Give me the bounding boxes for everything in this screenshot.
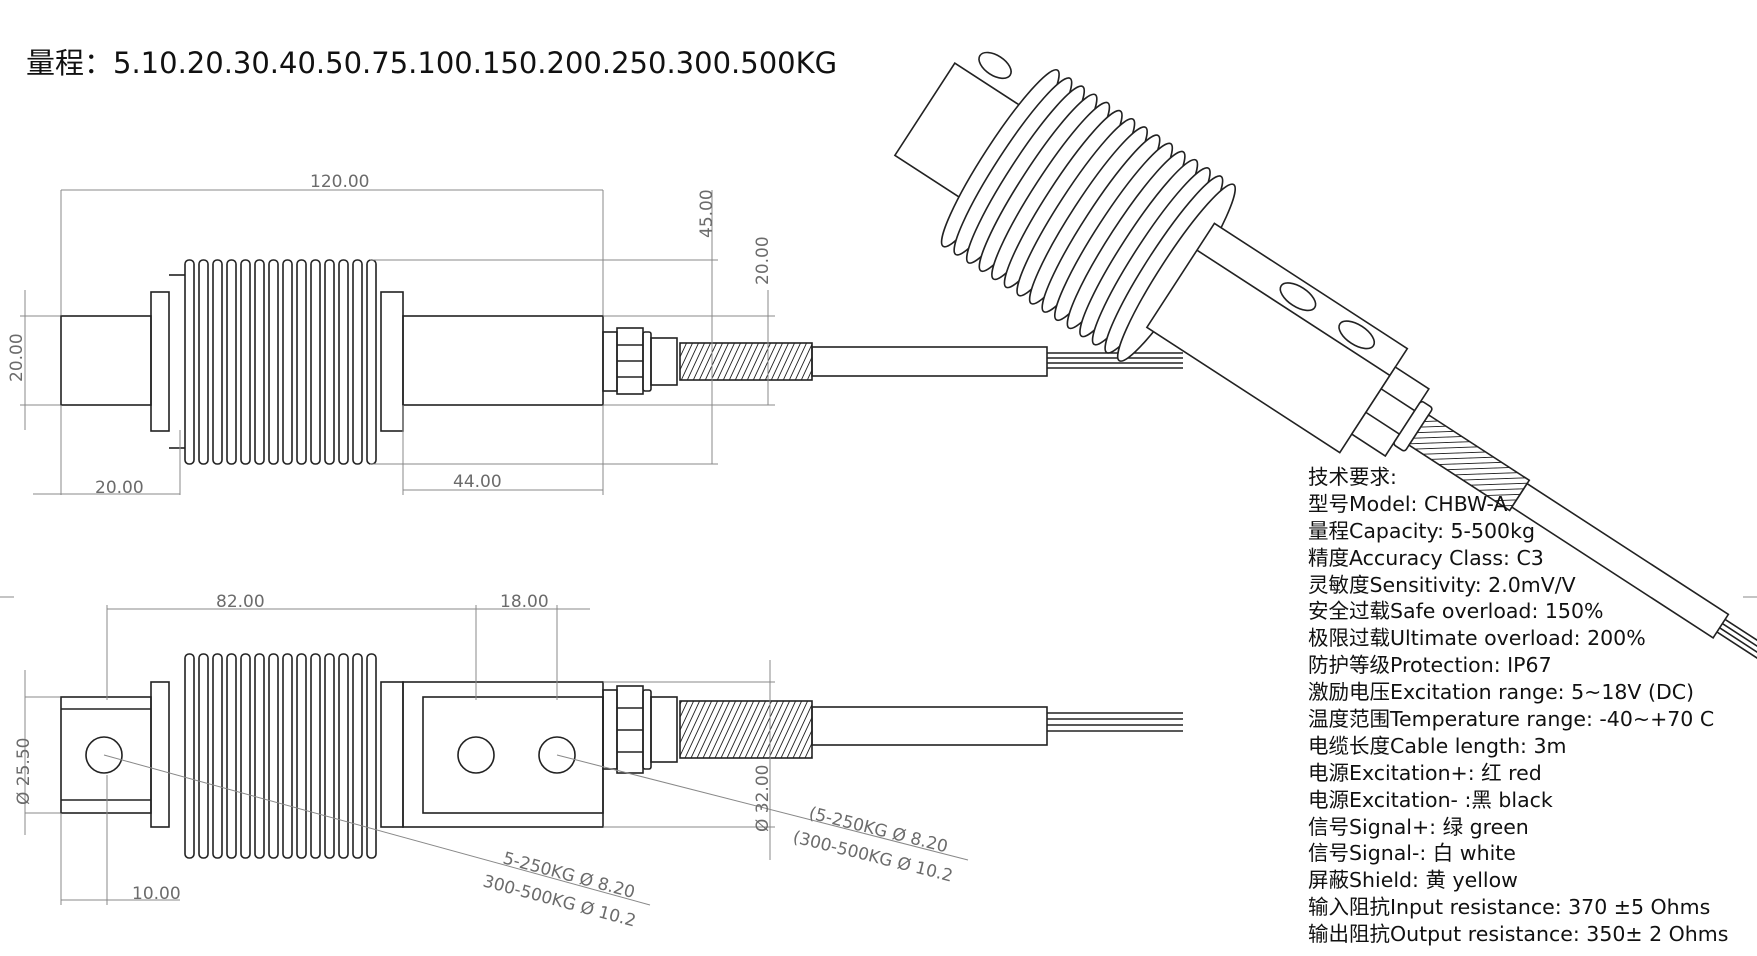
bottom-view	[60, 653, 1183, 859]
dim-82: 82.00	[216, 592, 265, 612]
top-dimensions	[20, 189, 775, 495]
dim-total-height: 45.00	[697, 189, 717, 238]
spec-excitation-plus: 电源Excitation+: 红 red	[1308, 760, 1542, 785]
spec-signal-minus: 信号Signal-: 白 white	[1308, 841, 1516, 866]
bellows-bottom	[184, 653, 377, 859]
top-view	[60, 259, 1183, 465]
dim-neck-height: 20.00	[753, 236, 773, 285]
dim-left-width: 20.00	[95, 478, 144, 498]
spec-input-resistance: 输入阻抗Input resistance: 370 ±5 Ohms	[1308, 895, 1711, 920]
dim-overall-length: 120.00	[310, 172, 369, 192]
dim-diameter-32: Ø 32.00	[753, 765, 773, 832]
spec-cable-length: 电缆长度Cable length: 3m	[1308, 733, 1567, 758]
spec-temperature-range: 温度范围Temperature range: -40~+70 C	[1308, 707, 1715, 732]
spec-model: 型号Model: CHBW-A	[1308, 491, 1508, 516]
spec-ultimate-overload: 极限过载Ultimate overload: 200%	[1308, 626, 1646, 651]
spec-accuracy: 精度Accuracy Class: C3	[1308, 545, 1544, 570]
bottom-dimensions	[0, 596, 1757, 906]
spec-capacity: 量程Capacity: 5-500kg	[1308, 518, 1535, 543]
spec-signal-plus: 信号Signal+: 绿 green	[1308, 814, 1529, 839]
bellows-isometric	[940, 68, 1236, 362]
dim-10: 10.00	[132, 884, 181, 904]
bellows-top	[169, 259, 377, 465]
dim-diameter-25: Ø 25.50	[14, 738, 34, 805]
spec-excitation-range: 激励电压Excitation range: 5~18V (DC)	[1308, 680, 1695, 705]
dim-left-height: 20.00	[7, 333, 27, 382]
dim-18: 18.00	[500, 592, 549, 612]
spec-heading: 技术要求:	[1308, 465, 1397, 489]
spec-safe-overload: 安全过载Safe overload: 150%	[1308, 599, 1604, 624]
spec-output-resistance: 输出阻抗Output resistance: 350± 2 Ohms	[1308, 922, 1729, 947]
range-title: 量程：5.10.20.30.40.50.75.100.150.200.250.3…	[26, 46, 838, 80]
spec-excitation-minus: 电源Excitation- :黑 black	[1308, 787, 1553, 812]
spec-shield: 屏蔽Shield: 黄 yellow	[1308, 868, 1518, 893]
spec-sensitivity: 灵敏度Sensitivity: 2.0mV/V	[1308, 572, 1576, 597]
technical-specifications: 技术要求: 型号Model: CHBW-A 量程Capacity: 5-500k…	[1308, 464, 1728, 948]
spec-protection: 防护等级Protection: IP67	[1308, 653, 1552, 678]
dim-right-length: 44.00	[453, 472, 502, 492]
isometric-view	[893, 51, 1757, 696]
